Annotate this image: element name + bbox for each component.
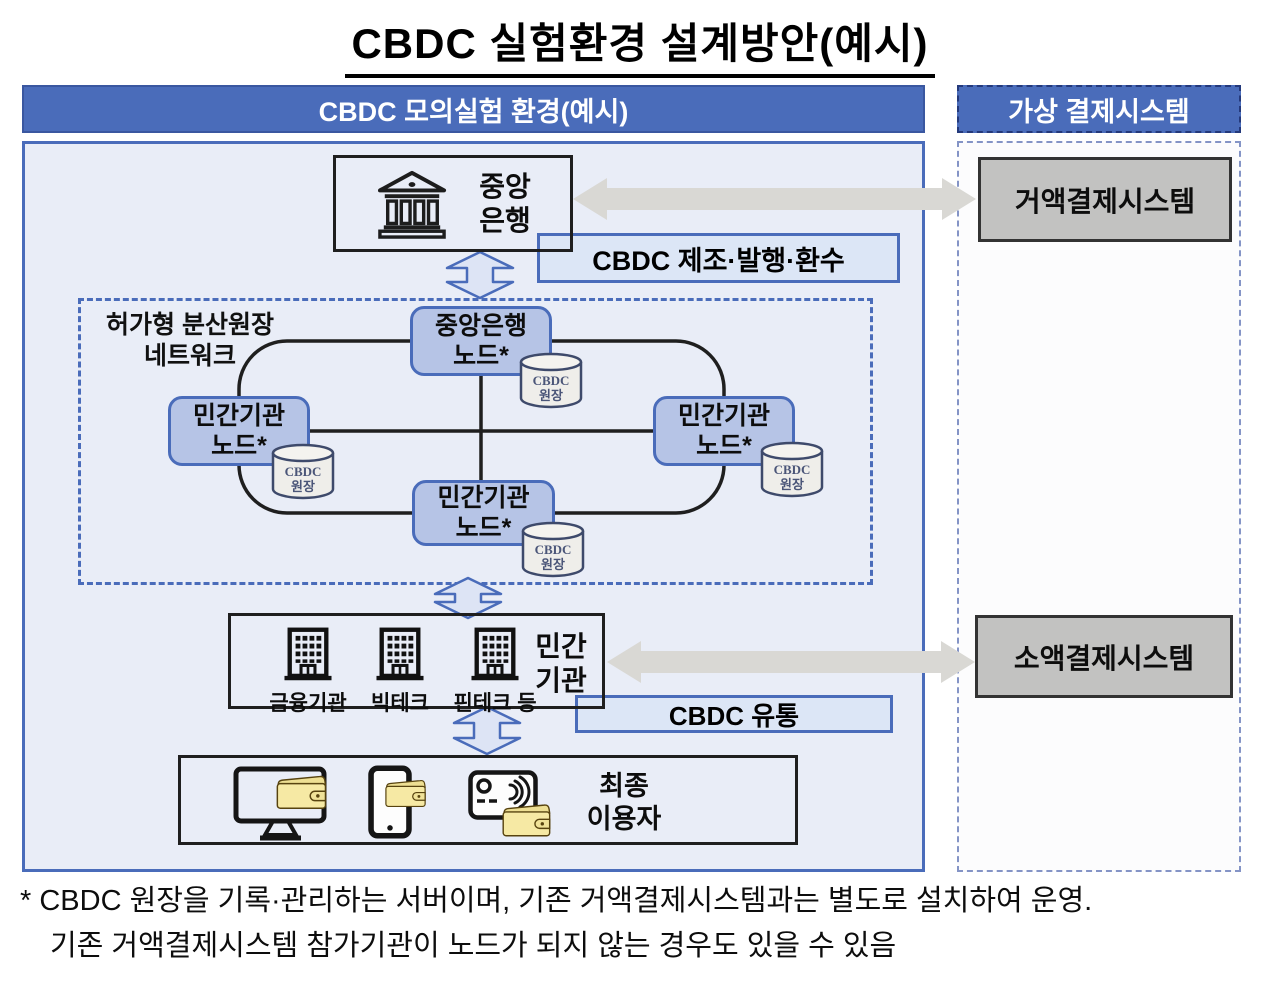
- flow-arrow-bottom: [452, 705, 522, 756]
- private-sector-label: 민간 기관: [535, 631, 587, 696]
- ledger-label: CBDC 원장: [773, 462, 811, 492]
- footnote-line-2: 기존 거액결제시스템 참가기관이 노드가 되지 않는 경우도 있을 수 있음: [50, 930, 897, 962]
- member-fintech-label: 핀테크 등: [453, 692, 537, 715]
- ledger-cylinder-right: CBDC 원장: [759, 441, 825, 499]
- page-title: CBDC 실험환경 설계방안(예시): [345, 10, 935, 78]
- end-user-box: 최종 이용자: [178, 755, 798, 845]
- left-panel-header-label: CBDC 모의실험 환경(예시): [318, 96, 629, 127]
- wallet-icon: [502, 804, 551, 837]
- right-panel-header: 가상 결제시스템: [957, 85, 1241, 133]
- office-building-icon: [471, 627, 519, 681]
- wholesale-link-arrow: [573, 178, 976, 220]
- central-bank-box: 중앙 은행: [333, 155, 573, 252]
- left-panel-header: CBDC 모의실험 환경(예시): [22, 85, 925, 133]
- retail-system-box: 소액결제시스템: [975, 615, 1233, 698]
- flow-arrow-middle: [433, 576, 503, 620]
- private-sector-box: 금융기관 빅테크: [228, 613, 605, 715]
- nfc-waves-icon: [508, 775, 531, 809]
- retail-link-arrow: [607, 641, 975, 683]
- ledger-label: CBDC 원장: [284, 464, 322, 494]
- end-user-label: 최종 이용자: [586, 771, 662, 834]
- office-building-icon: [284, 627, 332, 681]
- footnote: * CBDC 원장을 기록·관리하는 서버이며, 기존 거액결제시스템과는 별도…: [20, 879, 1268, 969]
- footnote-line-1: * CBDC 원장을 기록·관리하는 서버이며, 기존 거액결제시스템과는 별도…: [20, 885, 1093, 917]
- right-panel-header-label: 가상 결제시스템: [1008, 96, 1190, 127]
- ledger-cylinder-bottom: CBDC 원장: [520, 521, 586, 579]
- member-bigtech-label: 빅테크: [371, 692, 429, 715]
- office-building-icon: [376, 627, 424, 681]
- database-cylinder-icon: [521, 521, 585, 578]
- ledger-cylinder-central: CBDC 원장: [518, 352, 584, 410]
- ledger-label: CBDC 원장: [534, 542, 572, 572]
- right-panel: [957, 141, 1241, 872]
- distribution-label-box: CBDC 유통: [575, 695, 893, 733]
- member-financial: 금융기관: [256, 626, 360, 717]
- member-financial-label: 금융기관: [269, 692, 347, 715]
- database-cylinder-icon: [271, 443, 335, 500]
- ledger-cylinder-left: CBDC 원장: [270, 443, 336, 501]
- database-cylinder-icon: [519, 352, 583, 409]
- issuance-label-box: CBDC 제조·발행·환수: [537, 233, 900, 283]
- title-wrap: CBDC 실험환경 설계방안(예시): [0, 10, 1280, 78]
- database-cylinder-icon: [760, 441, 824, 498]
- wholesale-system-box: 거액결제시스템: [978, 157, 1232, 242]
- network-title: 허가형 분산원장 네트워크: [106, 311, 274, 370]
- ledger-label: CBDC 원장: [532, 373, 570, 403]
- wallet-icon: [276, 775, 327, 809]
- central-bank-label: 중앙 은행: [479, 170, 531, 236]
- bank-building-icon: [378, 170, 447, 239]
- wallet-icon: [385, 779, 426, 808]
- member-fintech: 핀테크 등: [443, 626, 547, 717]
- flow-arrow-top: [445, 250, 515, 300]
- member-bigtech: 빅테크: [350, 626, 450, 717]
- private-node-left: 민간기관 노드*: [168, 396, 310, 466]
